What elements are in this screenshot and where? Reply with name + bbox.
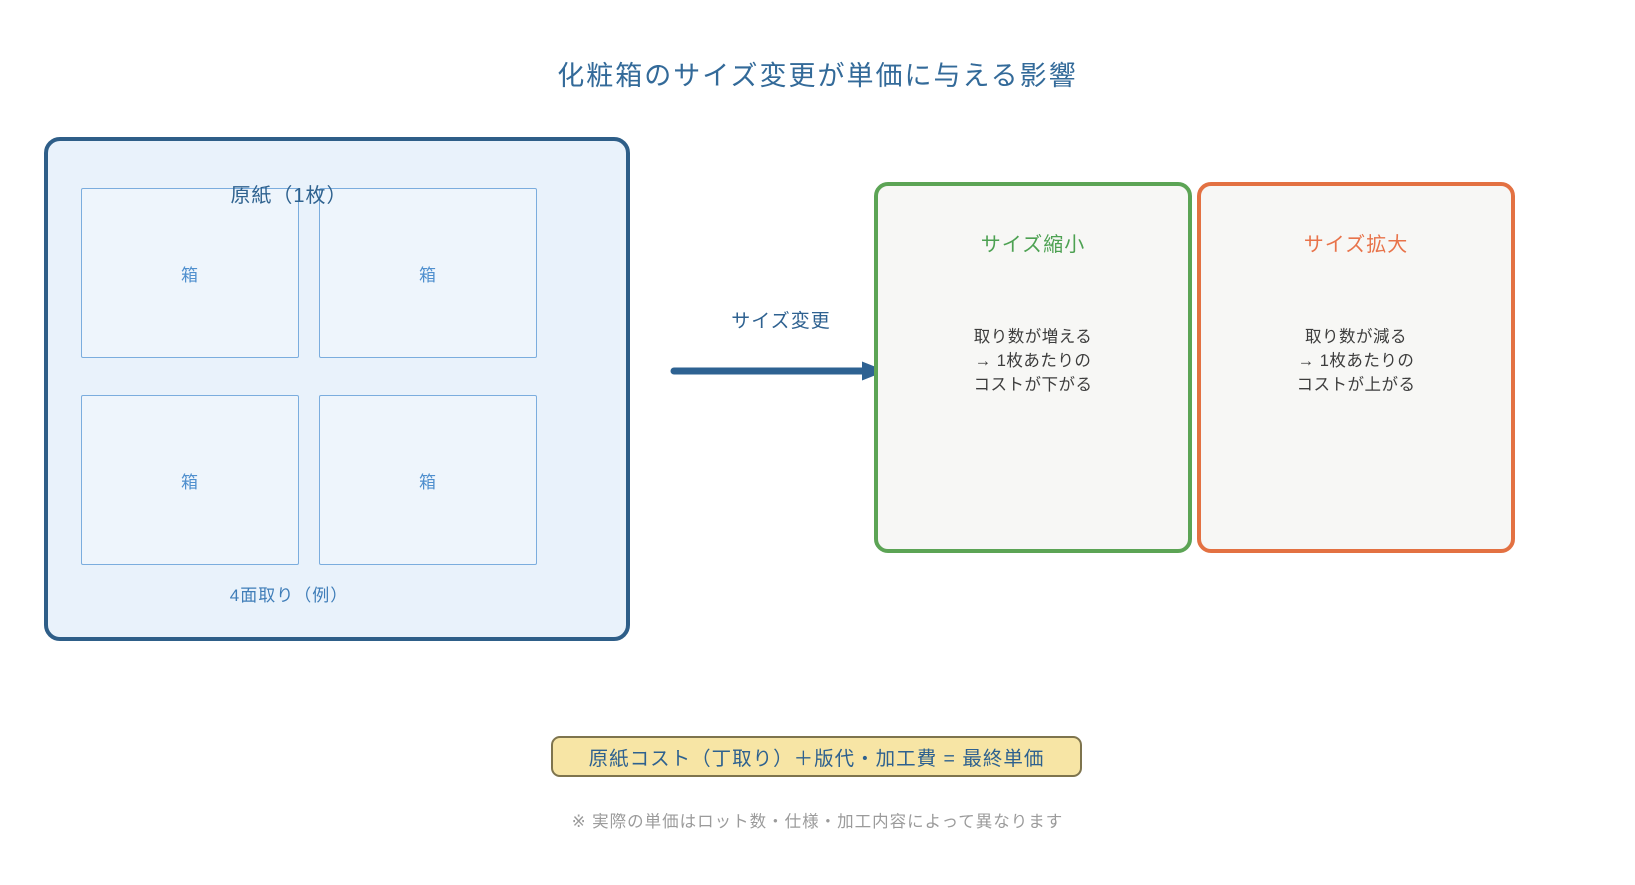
sheet-label: 原紙（1枚） — [230, 185, 348, 207]
size-change-label: サイズ変更 — [731, 311, 831, 332]
outcome-shrink-title: サイズ縮小 — [980, 234, 1086, 256]
right-arrow-icon — [670, 361, 886, 381]
outcome-shrink-body: 取り数が増える → 1枚あたりの コストが下がる — [878, 326, 1188, 398]
outcome-expand-body: 取り数が減る → 1枚あたりの コストが上がる — [1201, 326, 1511, 398]
box-cell: 箱 — [81, 188, 299, 358]
sheet-caption: 4面取り（例） — [229, 586, 349, 605]
formula-box: 原紙コスト（丁取り）＋版代・加工費 = 最終単価 — [551, 736, 1082, 777]
box-cell: 箱 — [319, 188, 537, 358]
box-cell: 箱 — [319, 395, 537, 565]
body-line: コストが下がる — [973, 375, 1093, 394]
body-line: 取り数が減る — [1305, 328, 1407, 346]
page-title: 化粧箱のサイズ変更が単価に与える影響 — [557, 61, 1078, 91]
outcome-expand-title: サイズ拡大 — [1303, 234, 1409, 256]
box-cell: 箱 — [81, 395, 299, 565]
outcome-shrink-panel: サイズ縮小 取り数が増える → 1枚あたりの コストが下がる — [874, 182, 1192, 553]
body-line: 取り数が増える — [973, 328, 1093, 346]
body-line: → 1枚あたりの — [1297, 351, 1415, 370]
footnote: ※ 実際の単価はロット数・仕様・加工内容によって異なります — [571, 813, 1064, 831]
outcome-expand-panel: サイズ拡大 取り数が減る → 1枚あたりの コストが上がる — [1197, 182, 1515, 553]
body-line: コストが上がる — [1296, 375, 1416, 394]
body-line: → 1枚あたりの — [974, 351, 1092, 370]
sheet-panel: 原紙（1枚） 箱 箱 箱 箱 4面取り（例） — [44, 137, 630, 641]
